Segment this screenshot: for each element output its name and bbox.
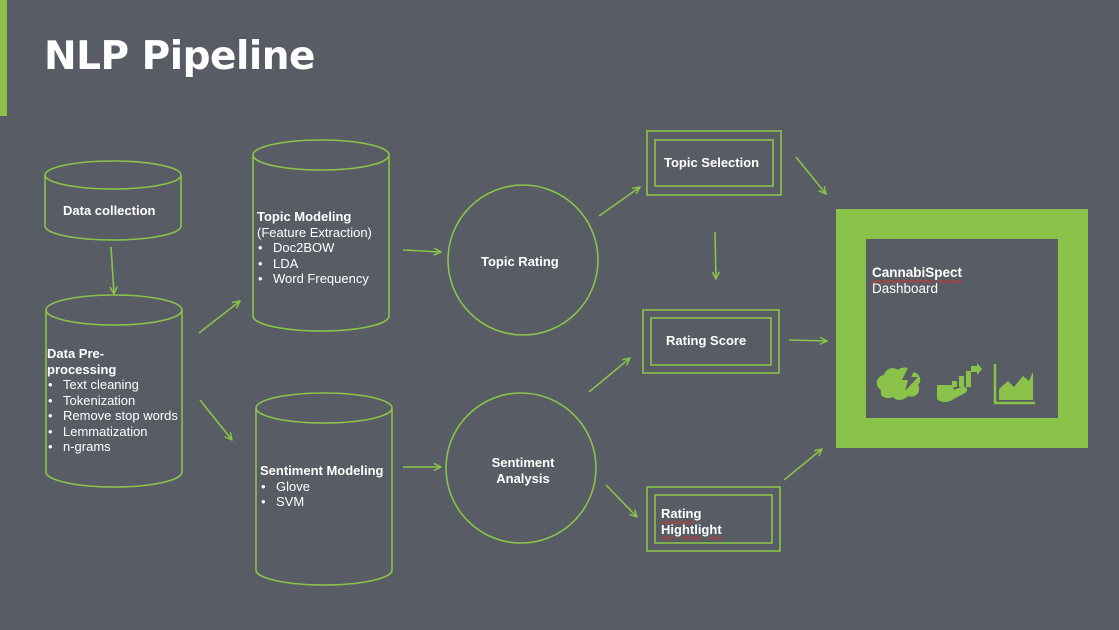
data-collection-cylinder	[44, 160, 182, 241]
list-item: LDA	[257, 256, 392, 272]
list-item: n-grams	[47, 439, 187, 455]
topic-modeling-subtitle: (Feature Extraction)	[257, 224, 372, 240]
arrow-analysis-to-highlight	[605, 484, 637, 517]
sentiment-modeling-list: Glove SVM	[260, 479, 400, 510]
dashboard-name-text: CannabiSpect	[872, 265, 963, 280]
dashboard-name: CannabiSpect	[872, 265, 962, 281]
dashboard-subtitle: Dashboard	[872, 280, 939, 296]
topic-selection-label: Topic Selection	[664, 155, 760, 170]
list-item: Word Frequency	[257, 271, 392, 287]
hand-growth-chart-icon	[937, 363, 982, 403]
sentiment-modeling-cylinder	[255, 392, 393, 586]
rating-score-box	[642, 309, 780, 374]
topic-modeling-text: Topic Modeling (Feature Extraction) Doc2…	[257, 209, 392, 287]
dashboard-frame	[836, 209, 1088, 448]
topic-rating-label: Topic Rating	[481, 254, 559, 269]
title-accent-bar	[0, 0, 7, 116]
arrow-score-to-dashboard	[788, 340, 827, 341]
sentiment-modeling-title: Sentiment Modeling	[260, 463, 384, 478]
arrow-analysis-to-score	[588, 358, 630, 393]
topic-selection-box	[646, 130, 782, 196]
arrow-selection-to-dashboard	[795, 156, 826, 194]
sentiment-analysis-label: Sentiment Analysis	[491, 455, 555, 486]
brain-lightning-icon	[876, 366, 921, 400]
slide-title: NLP Pipeline	[44, 34, 315, 79]
topic-modeling-title: Topic Modeling	[257, 209, 352, 224]
arrow-highlight-to-dashboard	[783, 449, 822, 481]
arrow-topicrating-to-selection	[598, 187, 640, 217]
topic-rating-circle	[447, 184, 599, 336]
list-item: Lemmatization	[47, 424, 187, 440]
topic-modeling-cylinder	[252, 139, 390, 332]
preprocessing-text: Data Pre-processing Text cleaning Tokeni…	[47, 346, 187, 455]
rating-highlight-box	[646, 486, 781, 552]
area-chart-icon	[993, 364, 1035, 405]
sentiment-analysis-circle	[445, 392, 597, 544]
arrow-preprocessing-to-topic	[198, 301, 240, 334]
arrow-collection-to-preprocessing	[111, 246, 114, 294]
rating-highlight-text: Rating Hightlight	[661, 506, 741, 537]
arrow-topic-to-rating	[402, 250, 441, 252]
arrow-selection-to-score	[715, 231, 716, 279]
preprocessing-title: Data Pre-processing	[47, 346, 117, 377]
sentiment-modeling-text: Sentiment Modeling Glove SVM	[260, 463, 400, 510]
rating-highlight-label: Rating Hightlight	[661, 506, 722, 537]
list-item: Remove stop words	[47, 408, 187, 424]
list-item: Doc2BOW	[257, 240, 392, 256]
list-item: SVM	[260, 494, 400, 510]
data-collection-label: Data collection	[63, 203, 156, 218]
list-item: Tokenization	[47, 393, 187, 409]
arrow-preprocessing-to-sentiment	[199, 399, 232, 440]
dashboard-text: CannabiSpect Dashboard	[872, 265, 962, 296]
rating-score-label: Rating Score	[666, 333, 747, 348]
preprocessing-list: Text cleaning Tokenization Remove stop w…	[47, 377, 187, 455]
list-item: Glove	[260, 479, 400, 495]
list-item: Text cleaning	[47, 377, 187, 393]
topic-modeling-list: Doc2BOW LDA Word Frequency	[257, 240, 392, 287]
